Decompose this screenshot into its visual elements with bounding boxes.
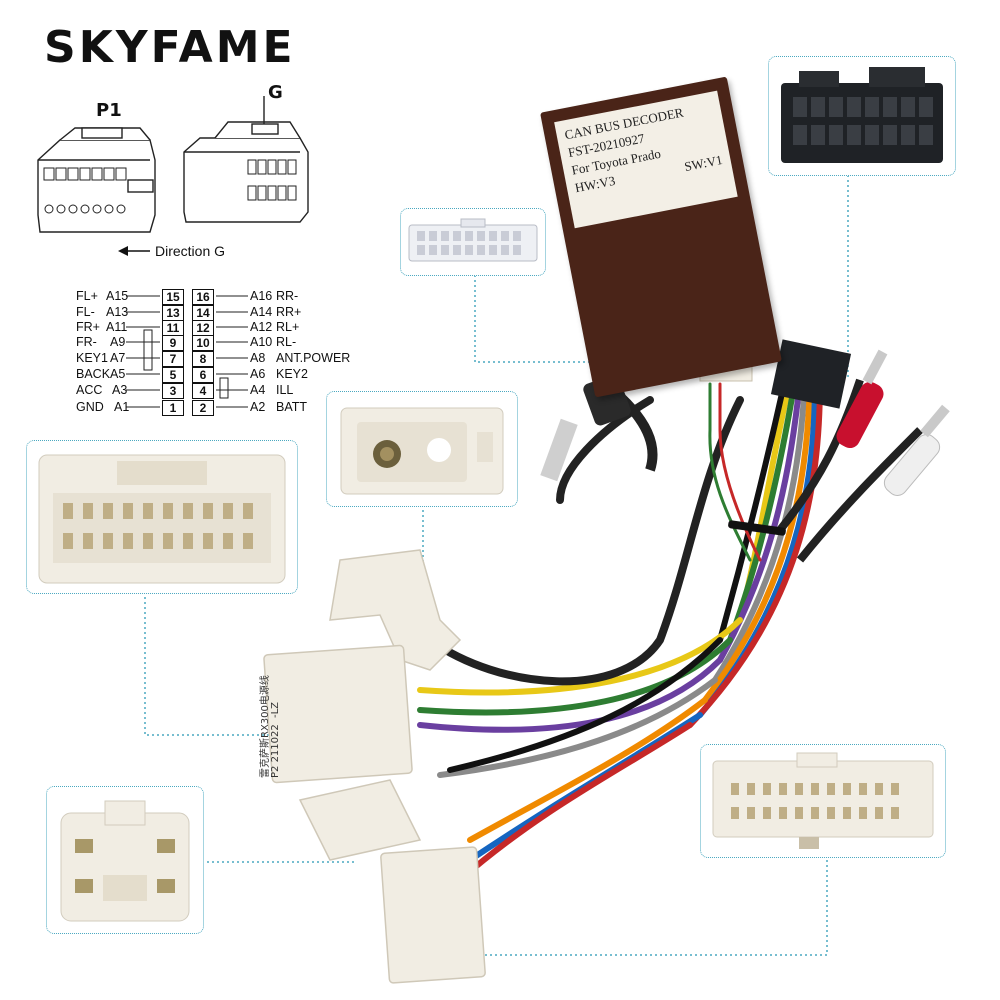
main-harness-plug-icon [38,454,286,584]
pin-number: 16 [192,289,214,305]
pin-signal: FR- [76,335,97,349]
rca-white-plug [796,404,950,563]
p1-label: P1 [96,100,122,121]
pin-signal: FR+ [76,320,100,334]
harness-plug-bottom [380,846,486,984]
white-20pin-port-icon [408,218,538,262]
callout-decoder-port [400,208,546,276]
pin-signal: BATT [276,400,308,414]
pin-signal: KEY2 [276,367,308,381]
black-20pin-connector [770,339,852,409]
pin-number: 15 [162,289,184,305]
harness-label-line3: -LZ [270,701,281,718]
pin-id: A16 [250,289,273,303]
zip-tie [728,520,786,536]
direction-label: Direction G [155,243,226,259]
pin-id: A13 [106,305,129,319]
g-connector-drawing [183,96,309,223]
callout-antenna-connector [326,391,518,507]
pin-signal: BACK [76,367,111,381]
direction-arrow [118,246,150,256]
pin-id: A1 [114,400,130,414]
pin-signal: FL- [76,305,95,319]
pin-signal: ANT.POWER [276,351,351,365]
p1-connector-drawing [37,127,156,233]
pin-id: A3 [112,383,128,397]
pin-id: A2 [250,400,266,414]
pin-id: A6 [250,367,266,381]
pin-number: 7 [162,351,184,367]
callout-20pin-plug [700,744,946,858]
pin-number: 10 [192,335,214,351]
harness-label-line2: P2 211022 [270,724,281,778]
pin-signal: KEY1 [76,351,108,365]
pin-id: A15 [106,289,129,303]
pin-id: A11 [106,320,128,334]
pin-number: 14 [192,305,214,321]
pin-signal: ACC [76,383,103,397]
pin-id: A4 [250,383,266,397]
pin-number: 3 [162,383,184,399]
pin-number: 6 [192,367,214,383]
pin-signal: RL+ [276,320,300,334]
harness-label-line1: 雷克萨斯RX300电源线 [260,675,271,778]
pinout-brackets [126,295,248,408]
small-plug-icon [60,800,190,922]
pin-id: A14 [250,305,273,319]
pin-number: 5 [162,367,184,383]
pin-signal: RR- [276,289,299,303]
pin-signal: RR+ [276,305,302,319]
rca-red-plug [776,349,888,533]
pin-number: 8 [192,351,214,367]
pin-signal: GND [76,400,104,414]
pin-number: 13 [162,305,184,321]
pin-number: 9 [162,335,184,351]
pin-number: 2 [192,400,214,416]
pin-number: 12 [192,320,214,336]
callout-main-harness-plug [26,440,298,594]
pin-id: A8 [250,351,266,365]
callout-black-connector [768,56,956,176]
pin-id: A7 [110,351,126,365]
pin-id: A5 [110,367,126,381]
harness-plug-top [329,549,462,671]
harness-plug-labeled [263,644,413,784]
pin-id: A9 [110,335,126,349]
pin-number: 4 [192,383,214,399]
pin-id: A10 [250,335,273,349]
pin-number: 1 [162,400,184,416]
callout-small-plug [46,786,204,934]
pin-signal: FL+ [76,289,98,303]
pin-signal: RL- [276,335,297,349]
pin-id: A12 [250,320,273,334]
twenty-pin-plug-icon [712,752,934,849]
black-connector-icon [781,67,943,163]
decoder-label: CAN BUS DECODER FST-20210927 For Toyota … [554,90,738,229]
g-label: G [268,82,283,103]
brand-logo: SKYFAME [44,22,296,73]
harness-label: 雷克萨斯RX300电源线 P2 211022 -LZ [242,675,350,778]
harness-plug-middle [298,779,422,861]
antenna-connector-icon [340,407,504,495]
pin-signal: ILL [276,383,294,397]
